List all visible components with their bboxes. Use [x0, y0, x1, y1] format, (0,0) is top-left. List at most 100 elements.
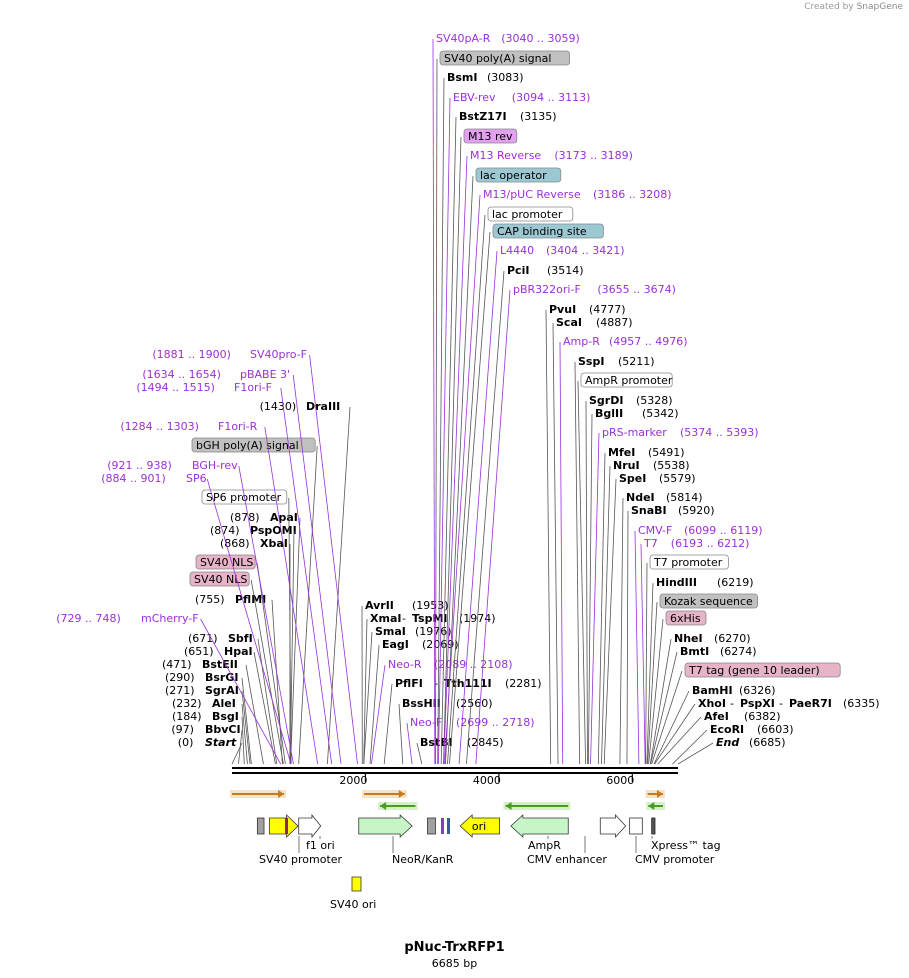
feature-shape	[427, 817, 436, 835]
feature-box	[487, 206, 574, 222]
feature-label: AmpR	[528, 839, 561, 852]
feature-mark	[447, 818, 450, 834]
leader-line	[440, 116, 457, 765]
leader-line	[416, 742, 423, 765]
leader-line	[271, 599, 283, 765]
primer-name: M13 Reverse	[470, 149, 541, 162]
enzyme-name: DraIII	[306, 400, 340, 413]
leader-line	[677, 742, 714, 765]
enzyme-position: (4777)	[589, 303, 626, 316]
enzyme-name: XhoI	[698, 697, 726, 710]
leader-line	[577, 380, 586, 765]
leader-line	[288, 497, 292, 765]
feature-box	[189, 571, 250, 587]
leader-line	[654, 703, 696, 765]
feature-label: SV40 promoter	[259, 853, 343, 866]
primer-position: (6099 .. 6119)	[684, 524, 763, 537]
leader-line	[475, 289, 511, 765]
primer-name: CMV-F	[638, 524, 672, 537]
feature-shape	[629, 817, 643, 835]
leader-line	[443, 155, 468, 765]
leader-line	[647, 601, 658, 765]
enzyme-position: (2845)	[467, 736, 504, 749]
feature-box	[475, 167, 562, 183]
feature-box	[439, 50, 571, 66]
credit-prefix: Created by	[804, 2, 854, 12]
leader-line	[290, 517, 301, 765]
annotation-afei: AfeI (6382)	[657, 710, 781, 765]
feature-xpress-tag	[651, 817, 656, 835]
ruler-tick-label: 4000	[473, 774, 501, 787]
leader-line	[257, 638, 278, 765]
leader-line	[601, 465, 611, 765]
primer-arrow-head	[656, 790, 663, 798]
leader-line	[603, 478, 617, 765]
enzyme-position: (651)	[184, 645, 214, 658]
sv40-ori-label: SV40 ori	[330, 898, 376, 911]
primer-name: SP6	[186, 472, 207, 485]
leader-line	[545, 309, 552, 765]
annotation-ecori: EcoRI(6603)	[672, 723, 794, 765]
enzyme-position: (2281)	[505, 677, 542, 690]
primer-name: mCherry-F	[141, 612, 199, 625]
enzyme-position: (878)	[230, 511, 260, 524]
feature-box-label: bGH poly(A) signal	[196, 439, 299, 452]
primer-name: L4440	[500, 244, 534, 257]
enzyme-position: (6219)	[717, 576, 754, 589]
feature-mark	[441, 818, 444, 834]
feature-box	[492, 223, 604, 239]
annotation-bmti: BmtI(6274)	[650, 645, 757, 765]
annotation-6xhis: 6xHis	[648, 610, 707, 765]
enzyme-name: AleI	[212, 697, 236, 710]
annotation-draiii: (1430)DraIII	[260, 400, 351, 765]
enzyme-separator: -	[402, 612, 406, 625]
primer-position: (5374 .. 5393)	[680, 426, 759, 439]
enzyme-position: (271)	[165, 684, 195, 697]
annotation-sspi: SspI(5211)	[574, 355, 655, 765]
feature-box-label: lac operator	[480, 169, 547, 182]
enzyme-position: (671)	[188, 632, 218, 645]
leader-line	[672, 729, 708, 765]
leader-line	[447, 214, 486, 765]
annotation-sv40pro-f: (1881 .. 1900)SV40pro-F	[152, 348, 358, 765]
leader-line	[574, 361, 581, 765]
enzyme-name: PciI	[507, 264, 529, 277]
feature-shape	[459, 814, 500, 838]
annotation-pbr322ori-f: pBR322ori-F(3655 .. 3674)	[475, 283, 676, 765]
enzyme-position: (1976)	[415, 625, 452, 638]
annotation-ampr-promoter: AmpR promoter	[577, 372, 673, 765]
primer-position: (729 .. 748)	[56, 612, 121, 625]
primer-position: (884 .. 901)	[101, 472, 166, 485]
primer-arrow-head	[380, 802, 387, 810]
leader-line	[445, 175, 474, 765]
enzyme-name: BsmI	[447, 71, 478, 84]
leader-line	[619, 497, 624, 765]
feature-shape	[256, 817, 265, 835]
feature-cmv-enhancer	[599, 813, 627, 839]
leader-line	[648, 618, 664, 765]
annotation-pvui: PvuI(4777)	[545, 303, 626, 765]
enzyme-position: (5491)	[648, 446, 685, 459]
enzyme-position: (6382)	[744, 710, 781, 723]
primer-arrow-head	[278, 790, 285, 798]
enzyme-name: AfeI	[704, 710, 729, 723]
enzyme-position: (6274)	[720, 645, 757, 658]
feature-box	[665, 610, 707, 626]
enzyme-name: NheI	[674, 632, 703, 645]
plasmid-name: pNuc-TrxRFP1	[404, 940, 505, 955]
annotation-neo-f: Neo-F(2699 .. 2718)	[406, 716, 535, 765]
enzyme-name: Tth111I	[444, 677, 492, 690]
leader-line	[253, 651, 276, 765]
leader-line	[449, 231, 491, 765]
credit-brand: SnapGene	[856, 2, 903, 12]
leader-line	[241, 690, 251, 765]
feature-box-label: Kozak sequence	[664, 595, 753, 608]
annotation-scai: ScaI(4887)	[552, 316, 633, 765]
leader-line	[653, 690, 690, 765]
feature-shape	[510, 814, 569, 838]
leader-line	[370, 664, 386, 765]
feature-box-label: T7 promoter	[653, 556, 723, 569]
enzyme-name: SgrDI	[589, 394, 623, 407]
primer-name: pBABE 3'	[240, 368, 290, 381]
